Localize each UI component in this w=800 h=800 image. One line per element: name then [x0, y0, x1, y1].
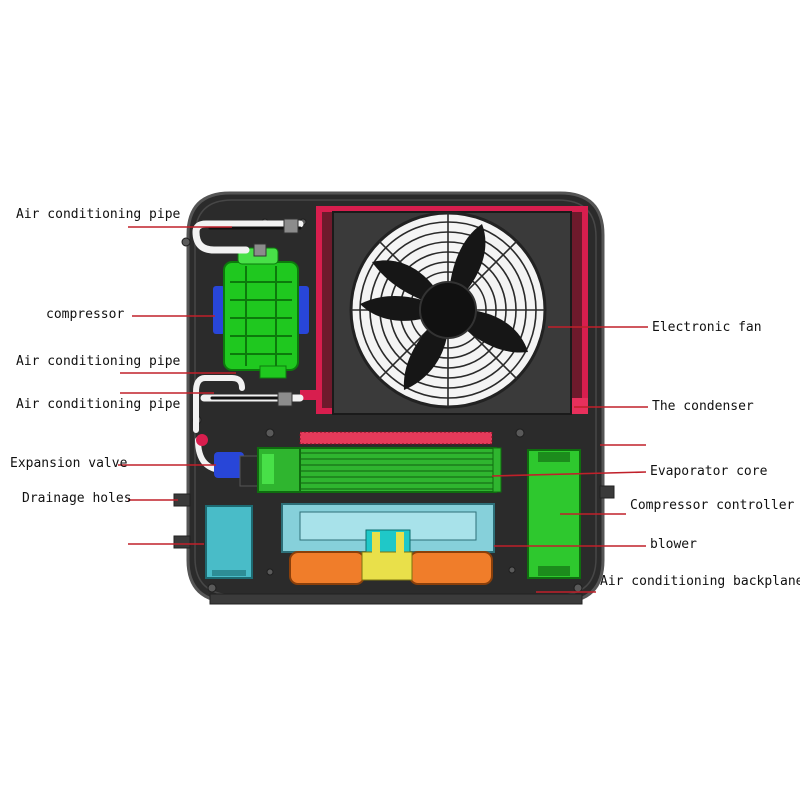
- label-evaporator-core: Evaporator core: [650, 464, 768, 479]
- label-the-condenser: The condenser: [652, 399, 754, 414]
- label-air-conditioning-pipe-mid-2: Air conditioning pipe: [16, 397, 181, 412]
- electronic-fan: [332, 211, 572, 415]
- label-expansion-valve: Expansion valve: [10, 456, 128, 471]
- label-electronic-fan: Electronic fan: [652, 320, 762, 335]
- water-tank: [205, 505, 253, 579]
- label-compressor: compressor: [46, 307, 125, 322]
- compressor: [213, 247, 309, 379]
- label-air-conditioning-pipe-mid-1: Air conditioning pipe: [16, 354, 181, 369]
- air-conditioning-pipes: [192, 220, 304, 473]
- label-air-conditioning-pipe-top: Air conditioning pipe: [16, 207, 181, 222]
- label-compressor-controller: Compressor controller: [630, 498, 795, 513]
- pipe-fittings: [196, 218, 299, 446]
- blower: [281, 503, 495, 585]
- label-air-conditioning-backplane: Air conditioning backplane: [600, 574, 800, 589]
- leader-lines: [118, 226, 648, 593]
- label-blower: blower: [650, 537, 697, 552]
- label-drainage-holes: Drainage holes: [22, 491, 132, 506]
- expansion-valve: [214, 452, 259, 487]
- evaporator-core: [257, 431, 502, 493]
